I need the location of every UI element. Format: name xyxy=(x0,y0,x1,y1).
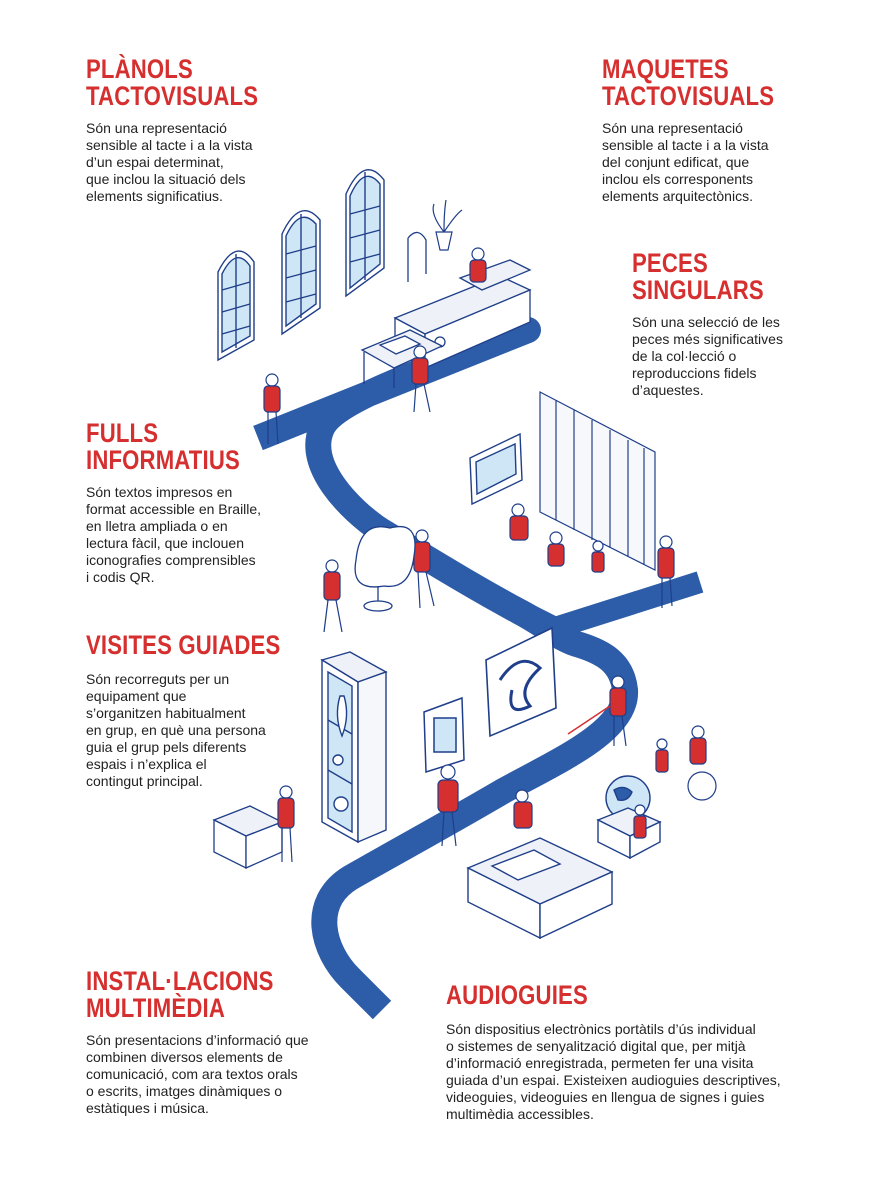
description-line: que inclou la situació dels xyxy=(86,171,246,187)
section-description: Són dispositius electrònics portàtils d’… xyxy=(446,1021,866,1123)
section-title: AUDIOGUIES xyxy=(446,982,790,1009)
description-line: d’un espai determinat, xyxy=(86,154,224,170)
section-description: Són textos impresos en format accessible… xyxy=(86,484,326,586)
description-line: elements arquitectònics. xyxy=(602,188,753,204)
section-description: Són una selecció de les peces més signif… xyxy=(632,314,852,399)
section-title: MAQUETES TACTOVISUALS xyxy=(602,56,799,110)
plant-icon xyxy=(432,199,463,251)
tree-sculpture xyxy=(354,526,416,612)
description-line: del conjunt edificat, que xyxy=(602,154,750,170)
section-peces-singulars: PECES SINGULARS Són una selecció de les … xyxy=(632,250,852,399)
arched-window xyxy=(345,169,385,298)
description-line: combinen diversos elements de xyxy=(86,1049,283,1065)
description-line: elements significatius. xyxy=(86,188,223,204)
section-audioguies: AUDIOGUIES Són dispositius electrònics p… xyxy=(446,982,866,1123)
description-line: Són una representació xyxy=(86,120,227,136)
description-line: lectura fàcil, que inclouen xyxy=(86,535,244,551)
section-maquetes-tactovisuals: MAQUETES TACTOVISUALS Són una representa… xyxy=(602,56,842,205)
section-description: Són una representació sensible al tacte … xyxy=(86,120,326,205)
title-line-2: SINGULARS xyxy=(632,275,764,305)
title-line-2: TACTOVISUALS xyxy=(86,81,259,111)
abstract-painting xyxy=(485,626,557,738)
description-line: format accessible en Braille, xyxy=(86,501,262,517)
description-line: sensible al tacte i a la vista xyxy=(86,137,253,153)
title-line-1: AUDIOGUIES xyxy=(446,980,588,1010)
section-title: VISITES GUIADES xyxy=(86,632,283,659)
description-line: reproduccions fidels xyxy=(632,365,757,381)
description-line: Són una selecció de les xyxy=(632,314,780,330)
section-description: Són recorreguts per un equipament que s’… xyxy=(86,671,326,790)
description-line: Són una representació xyxy=(602,120,743,136)
description-line: contingut principal. xyxy=(86,773,203,789)
title-line-1: VISITES GUIADES xyxy=(86,630,281,660)
person-figures xyxy=(263,247,717,863)
description-line: en grup, en què una persona xyxy=(86,722,266,738)
description-line: inclou els corresponents xyxy=(602,171,753,187)
section-title: PECES SINGULARS xyxy=(632,250,812,304)
description-line: d’aquestes. xyxy=(632,382,704,398)
description-line: peces més significatives xyxy=(632,331,783,347)
description-line: s’organitzen habitualment xyxy=(86,705,246,721)
display-cabinet xyxy=(320,651,388,844)
description-line: i codis QR. xyxy=(86,569,155,585)
description-line: o escrits, imatges dinàmiques o xyxy=(86,1083,283,1099)
arched-window xyxy=(217,250,255,362)
description-line: Són recorreguts per un xyxy=(86,671,230,687)
section-title: PLÀNOLS TACTOVISUALS xyxy=(86,56,283,110)
title-line-2: INFORMATIUS xyxy=(86,445,240,475)
description-line: videoguies, videoguies en llengua de sig… xyxy=(446,1089,765,1105)
title-line-2: TACTOVISUALS xyxy=(602,81,775,111)
arched-window xyxy=(281,210,321,336)
description-line: multimèdia accessibles. xyxy=(446,1106,594,1122)
title-line-1: INSTAL·LACIONS xyxy=(86,966,274,996)
visitor-path xyxy=(253,317,638,1020)
description-line: equipament que xyxy=(86,688,187,704)
multimedia-screen xyxy=(469,432,523,506)
visitor-path-branch xyxy=(465,571,704,639)
framed-picture xyxy=(423,696,465,774)
title-line-2: MULTIMÈDIA xyxy=(86,993,225,1023)
description-line: Són dispositius electrònics portàtils d’… xyxy=(446,1021,756,1037)
section-title: INSTAL·LACIONS MULTIMÈDIA xyxy=(86,968,316,1022)
section-installacions-multimedia: INSTAL·LACIONS MULTIMÈDIA Són presentaci… xyxy=(86,968,366,1117)
description-line: guiada d’un espai. Existeixen audioguies… xyxy=(446,1072,781,1088)
description-line: comunicació, com ara textos orals xyxy=(86,1066,298,1082)
title-line-1: PLÀNOLS xyxy=(86,54,193,84)
globe-model xyxy=(596,775,662,860)
title-line-1: MAQUETES xyxy=(602,54,729,84)
description-line: o sistemes de senyalització digital que,… xyxy=(446,1038,746,1054)
description-line: sensible al tacte i a la vista xyxy=(602,137,769,153)
description-line: guia el grup pels diferents xyxy=(86,739,247,755)
curtain xyxy=(539,391,656,571)
tactile-table xyxy=(466,837,614,940)
pedestal xyxy=(212,805,284,870)
section-title: FULLS INFORMATIUS xyxy=(86,420,283,474)
sign-stand xyxy=(407,231,427,282)
description-line: de la col·lecció o xyxy=(632,348,737,364)
description-line: iconografies comprensibles xyxy=(86,552,256,568)
description-line: en lletra ampliada o en xyxy=(86,518,228,534)
section-description: Són presentacions d’informació que combi… xyxy=(86,1032,366,1117)
tactile-model-table xyxy=(360,329,444,388)
section-visites-guiades: VISITES GUIADES Són recorreguts per un e… xyxy=(86,632,326,790)
description-line: estàtiques i música. xyxy=(86,1100,209,1116)
title-line-1: FULLS xyxy=(86,418,159,448)
section-description: Són una representació sensible al tacte … xyxy=(602,120,842,205)
description-line: Són textos impresos en xyxy=(86,484,233,500)
section-fulls-informatius: FULLS INFORMATIUS Són textos impresos en… xyxy=(86,420,326,586)
description-line: Són presentacions d’informació que xyxy=(86,1032,309,1048)
title-line-1: PECES xyxy=(632,248,708,278)
section-planols-tactovisuals: PLÀNOLS TACTOVISUALS Són una representac… xyxy=(86,56,326,205)
description-line: espais i n’explica el xyxy=(86,756,207,772)
description-line: d’informació enregistrada, permeten fer … xyxy=(446,1055,754,1071)
